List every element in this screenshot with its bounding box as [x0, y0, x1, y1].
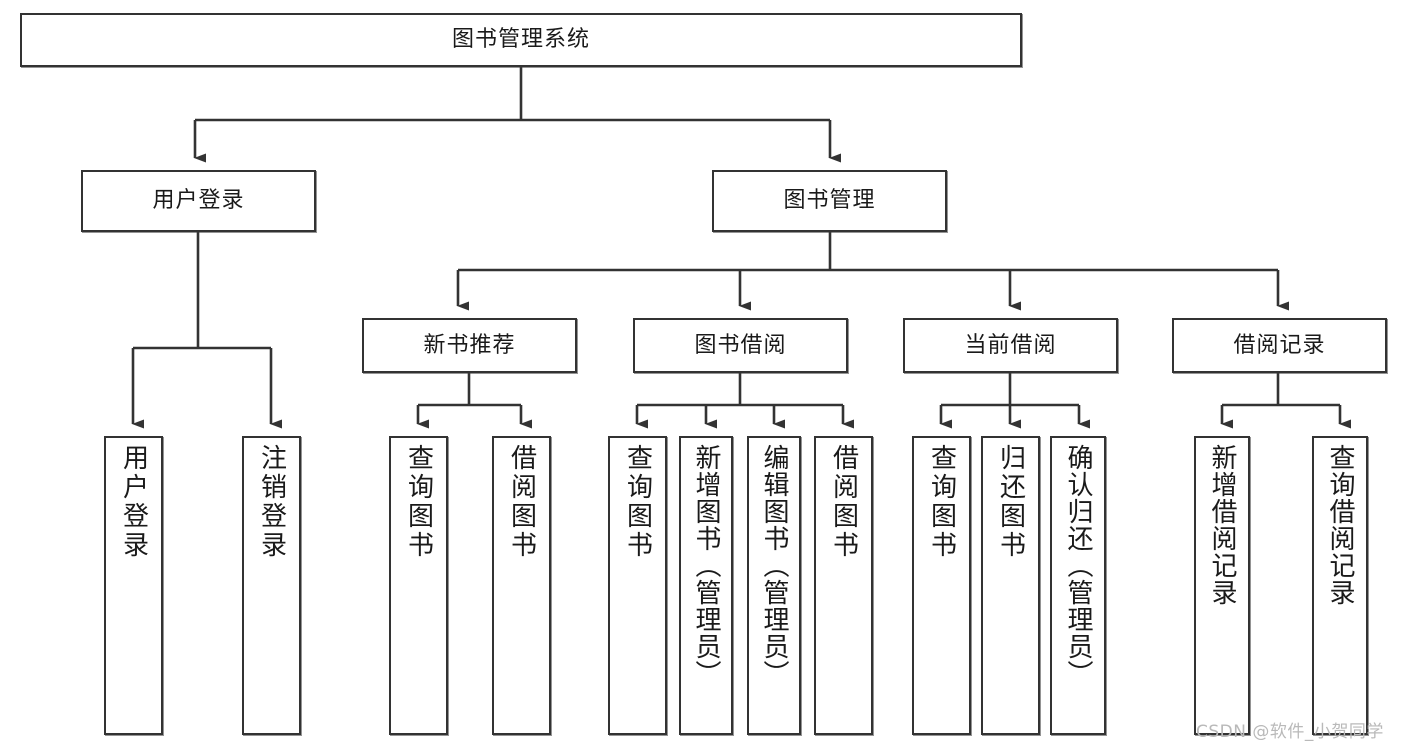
node-label: 图书管理: [783, 188, 876, 214]
leaf-records-query-record[interactable]: 查询借阅记录: [1312, 436, 1368, 735]
leaf-recommend-query-book[interactable]: 查询图书: [389, 436, 448, 735]
leaf-recommend-borrow-book[interactable]: 借阅图书: [492, 436, 551, 735]
node-label: 注销登录: [256, 444, 287, 560]
leaf-borrow-query-book[interactable]: 查询图书: [608, 436, 667, 735]
node-label: 新增图书（管理员）: [691, 444, 721, 687]
node-book-borrowing[interactable]: 图书借阅: [633, 318, 848, 373]
node-label: 图书管理系统: [451, 27, 590, 53]
node-label: 借阅图书: [828, 444, 859, 560]
node-label: 查询图书: [926, 444, 957, 560]
leaf-borrow-lend-book[interactable]: 借阅图书: [814, 436, 873, 735]
node-label: 图书借阅: [694, 332, 787, 358]
node-label: 查询借阅记录: [1325, 444, 1355, 606]
csdn-watermark: CSDN @软件_小贺同学: [1196, 722, 1384, 742]
node-root-system[interactable]: 图书管理系统: [20, 13, 1022, 67]
node-label: 借阅图书: [506, 444, 537, 560]
node-new-book-recommendation[interactable]: 新书推荐: [362, 318, 577, 373]
node-label: 当前借阅: [964, 332, 1057, 358]
node-label: 用户登录: [118, 444, 149, 560]
node-label: 查询图书: [403, 444, 434, 560]
node-label: 用户登录: [152, 188, 245, 214]
node-current-borrowing[interactable]: 当前借阅: [903, 318, 1118, 373]
leaf-records-add-record[interactable]: 新增借阅记录: [1194, 436, 1250, 735]
leaf-borrow-edit-book-admin[interactable]: 编辑图书（管理员）: [747, 436, 801, 735]
node-label: 确认归还（管理员）: [1063, 444, 1093, 687]
leaf-current-query-book[interactable]: 查询图书: [912, 436, 971, 735]
node-borrowing-records[interactable]: 借阅记录: [1172, 318, 1387, 373]
node-label: 查询图书: [622, 444, 653, 560]
leaf-borrow-add-book-admin[interactable]: 新增图书（管理员）: [679, 436, 733, 735]
leaf-current-return-book[interactable]: 归还图书: [981, 436, 1040, 735]
node-label: 编辑图书（管理员）: [759, 444, 789, 687]
node-label: 借阅记录: [1233, 332, 1326, 358]
leaf-current-confirm-return-admin[interactable]: 确认归还（管理员）: [1050, 436, 1106, 735]
node-user-login[interactable]: 用户登录: [81, 170, 316, 232]
leaf-user-login[interactable]: 用户登录: [104, 436, 163, 735]
node-book-management[interactable]: 图书管理: [712, 170, 947, 232]
node-label: 归还图书: [995, 444, 1026, 560]
node-label: 新书推荐: [423, 332, 516, 358]
leaf-user-logout[interactable]: 注销登录: [242, 436, 301, 735]
node-label: 新增借阅记录: [1207, 444, 1237, 606]
